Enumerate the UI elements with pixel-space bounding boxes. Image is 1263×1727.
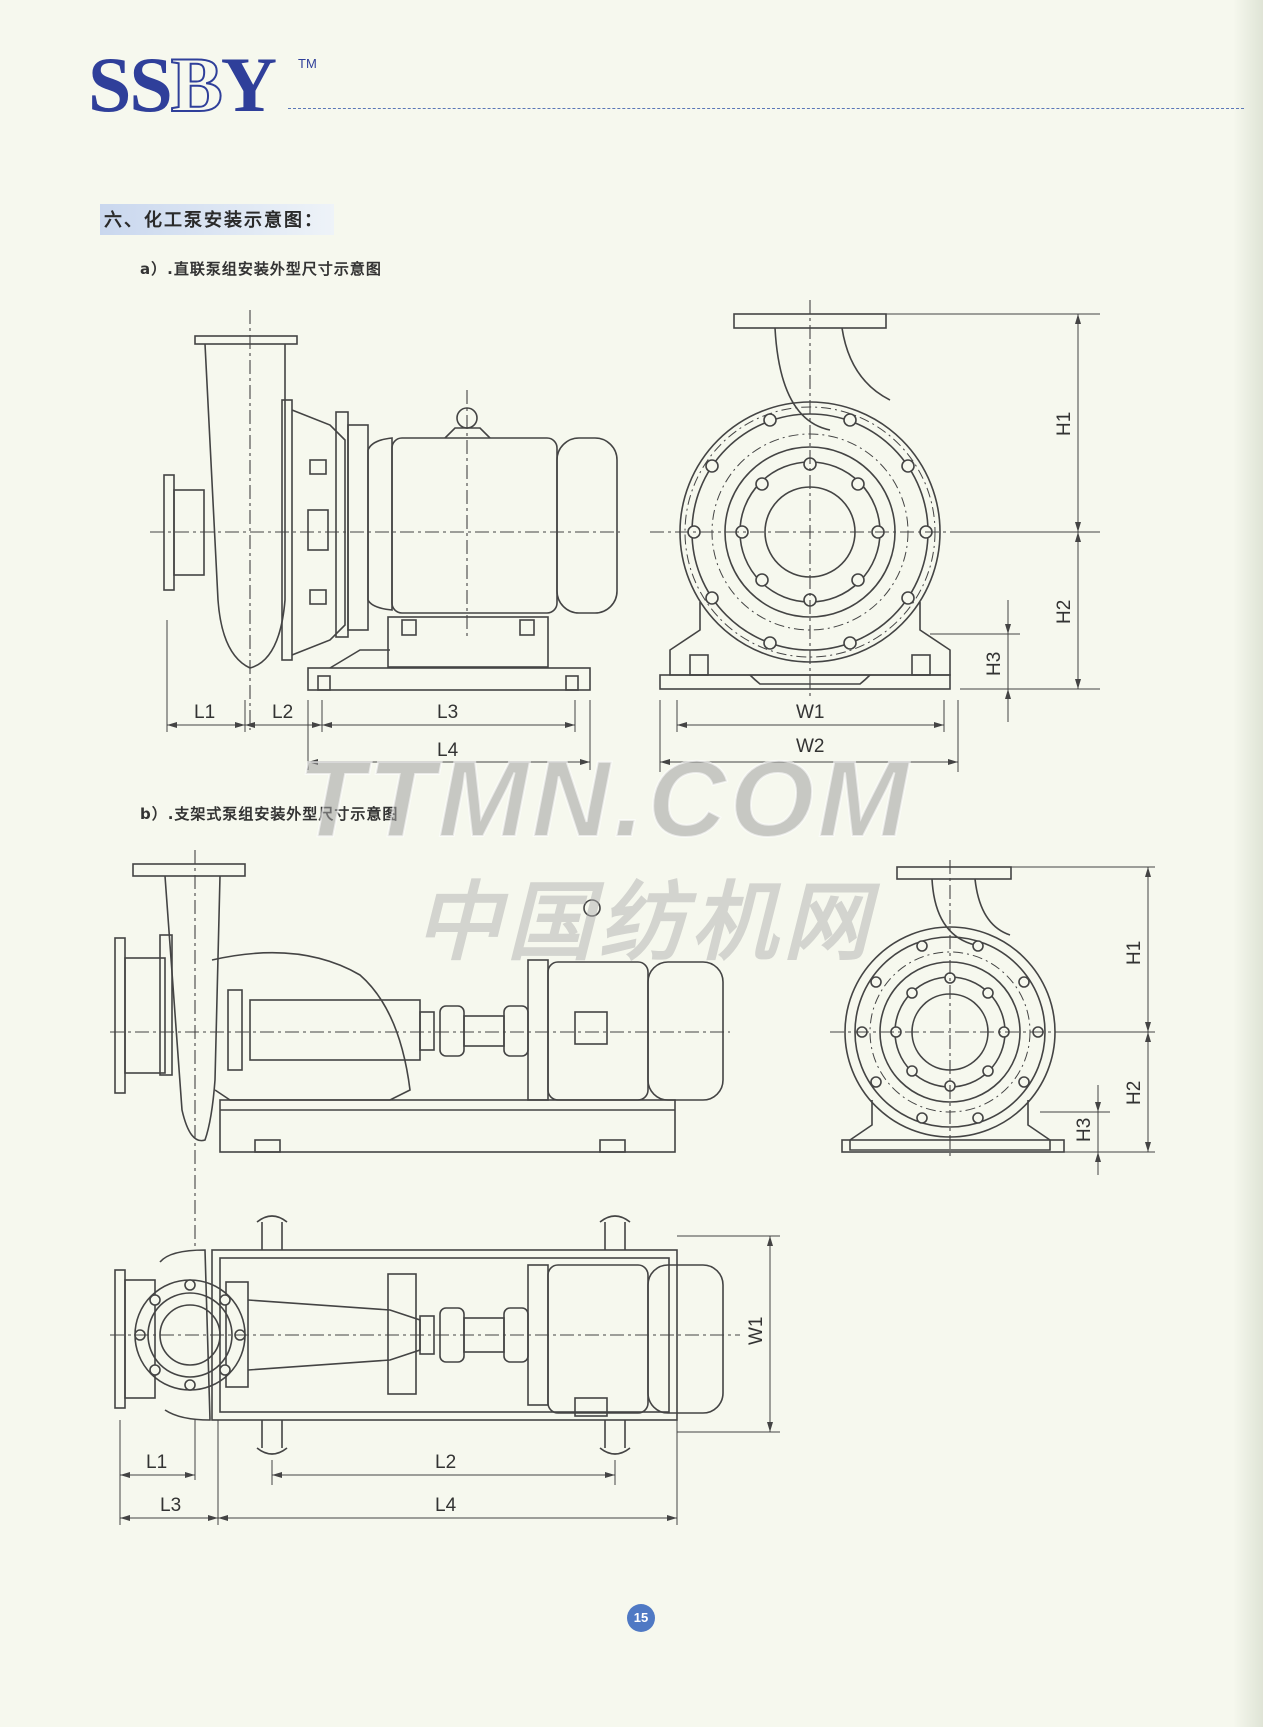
flange-bolts-a [687, 413, 933, 650]
pump-b-end [841, 866, 1065, 1153]
base-b-top [211, 1215, 678, 1455]
dim-a-l3: L3 [437, 702, 458, 723]
page-number-badge: 15 [627, 1604, 655, 1632]
dim-b-w1: W1 [746, 1317, 767, 1346]
logo-y: Y [220, 41, 277, 128]
dim-b-l4: L4 [435, 1495, 457, 1516]
motor-a-side [367, 407, 618, 668]
dim-b-l2: L2 [435, 1452, 456, 1473]
dim-b-h3: H3 [1074, 1118, 1095, 1142]
dim-a-h2: H2 [1054, 600, 1075, 624]
dimensions-a [166, 313, 1100, 772]
ssby-logo: SSBY [88, 45, 277, 125]
watermark-en: TTMN.COM [297, 738, 912, 859]
dim-a-h1: H1 [1054, 412, 1075, 436]
base-a-side [307, 649, 591, 691]
logo-ss: SS [88, 41, 173, 128]
subtitle-b: b）.支架式泵组安装外型尺寸示意图 [140, 805, 399, 823]
dim-b-l3: L3 [160, 1495, 181, 1516]
pump-a-end [659, 313, 951, 690]
flange-bolts-b-top [134, 1279, 246, 1391]
watermark-cn: 中国纺机网 [415, 873, 875, 973]
dim-a-l1: L1 [194, 702, 215, 723]
page-edge-shadow [1233, 0, 1263, 1727]
dim-b-h1: H1 [1124, 941, 1145, 965]
dimensions-b-top [119, 1235, 780, 1525]
dim-b-h2: H2 [1124, 1081, 1145, 1105]
subtitle-a: a）.直联泵组安装外型尺寸示意图 [140, 260, 382, 278]
pump-a-side [163, 335, 369, 669]
dim-a-w1: W1 [796, 702, 825, 723]
dim-a-h3: H3 [984, 652, 1005, 676]
base-b-side [219, 1099, 676, 1153]
trademark-mark: TM [298, 56, 317, 71]
logo-b: B [170, 41, 224, 128]
section-title: 六、化工泵安装示意图： [100, 204, 334, 235]
dim-a-l2: L2 [272, 702, 293, 723]
header-divider [288, 108, 1244, 109]
motor-b-side [527, 959, 724, 1101]
dim-b-l1: L1 [146, 1452, 167, 1473]
dimensions-b-end [1011, 866, 1155, 1175]
flange-bolts-b [856, 940, 1044, 1124]
pump-b-top [114, 1249, 724, 1421]
